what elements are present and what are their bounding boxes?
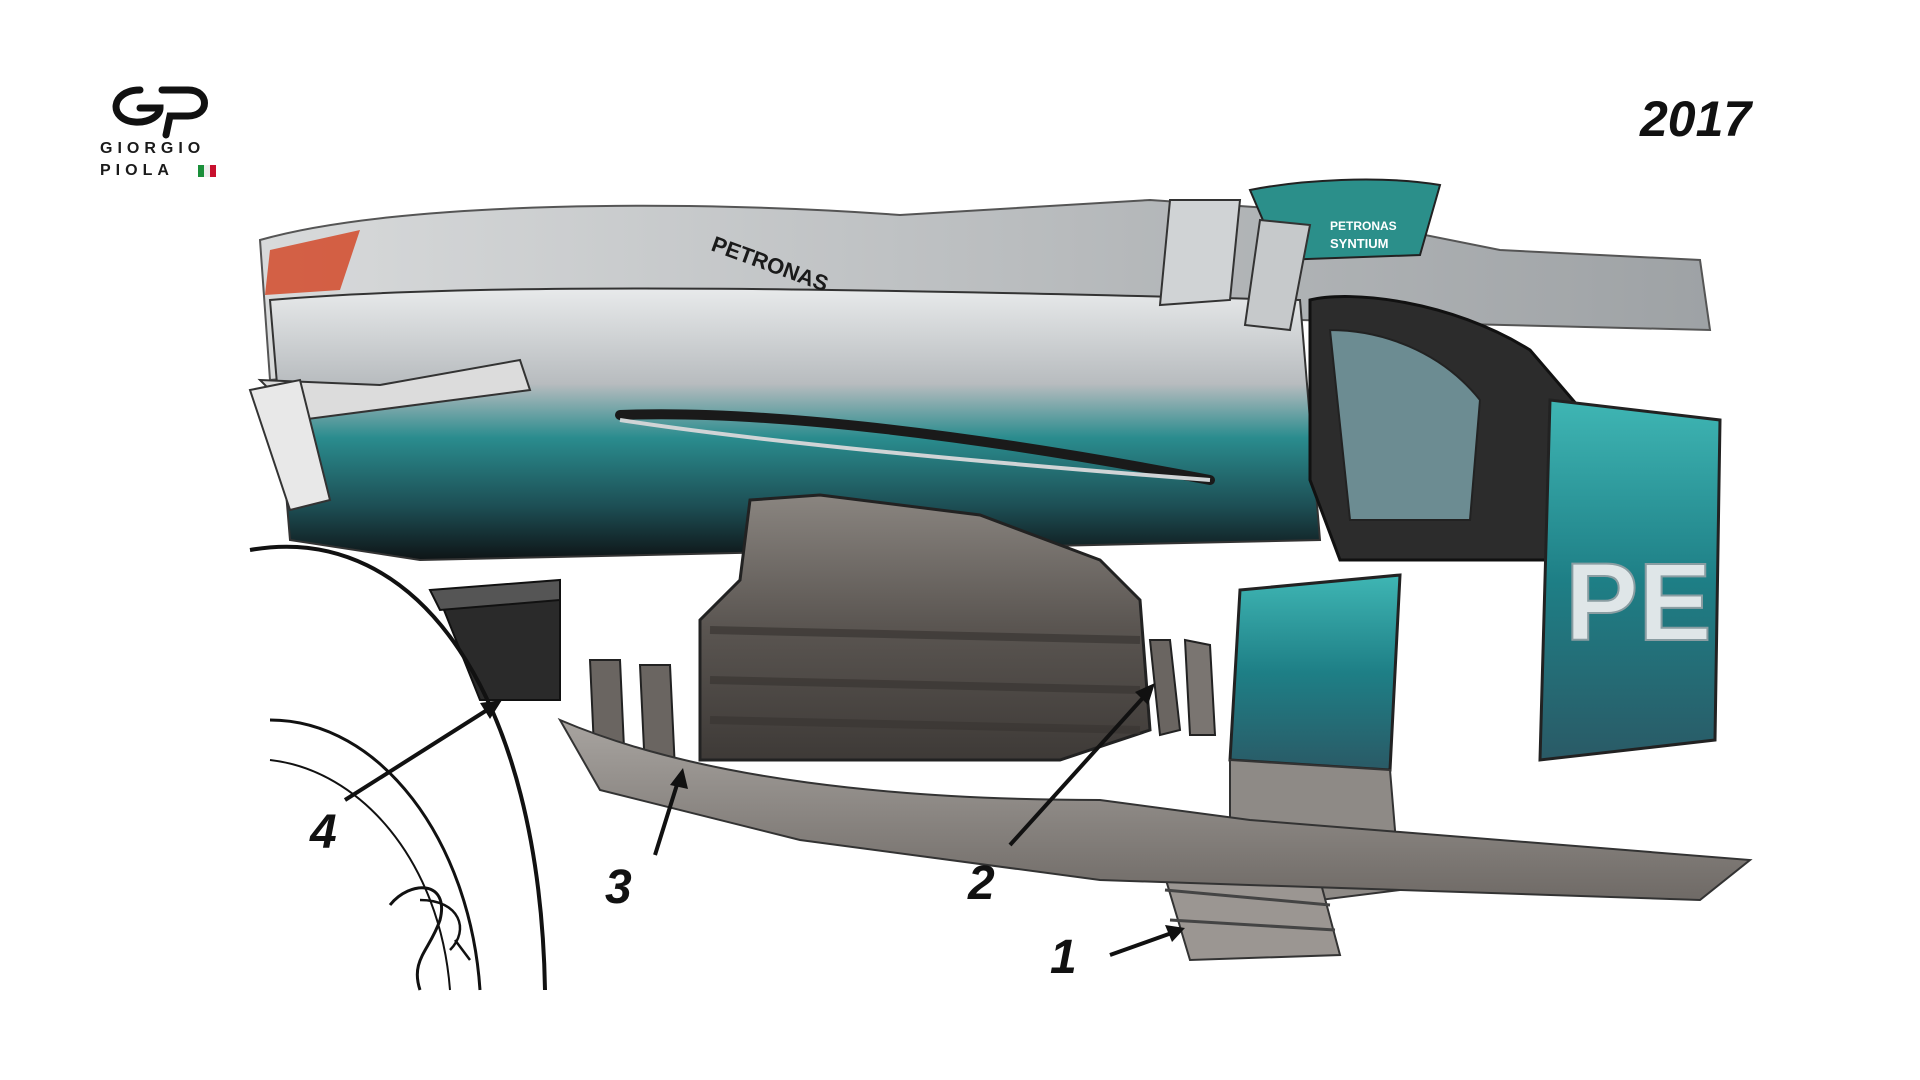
mirror-left <box>1158 199 1242 307</box>
giorgio-piola-logo: GIORGIO PIOLA <box>100 80 230 190</box>
callout-2: 2 <box>968 857 995 910</box>
cockpit: PETRONAS SYNTIUM <box>1158 178 1442 332</box>
year-label: 2017 <box>1640 91 1752 147</box>
sidepod-sponsor: PE <box>1565 541 1712 664</box>
arrow-1-icon <box>1165 925 1185 942</box>
gp-monogram-icon <box>112 86 208 139</box>
barge-board: PE <box>1538 398 1722 762</box>
sidepod-carbon <box>698 493 1152 762</box>
front-suspension <box>248 358 561 701</box>
callout-4: 4 <box>310 806 337 859</box>
red-livery-stripe <box>265 230 360 295</box>
floor <box>557 717 1753 902</box>
italian-flag-icon <box>198 165 216 177</box>
arrow-4-icon <box>480 700 502 719</box>
mirror-sponsor-1: PETRONAS <box>1330 219 1397 233</box>
front-deflector <box>1158 573 1402 962</box>
logo-line-piola: PIOLA <box>100 162 174 179</box>
arrow-3-icon <box>670 768 688 789</box>
front-wheel <box>249 544 547 991</box>
callout-1: 1 <box>1050 931 1077 984</box>
callout-arrows <box>343 683 1185 957</box>
mirror-sponsor-2: SYNTIUM <box>1330 236 1389 251</box>
vane-array <box>588 638 1217 771</box>
artist-signature <box>388 886 471 991</box>
mirror-right <box>1243 218 1312 332</box>
sidepod-inlet <box>1308 295 1592 562</box>
callout-3: 3 <box>605 861 632 914</box>
arrow-2-icon <box>1135 683 1155 705</box>
logo-line-giorgio: GIORGIO <box>100 140 206 157</box>
